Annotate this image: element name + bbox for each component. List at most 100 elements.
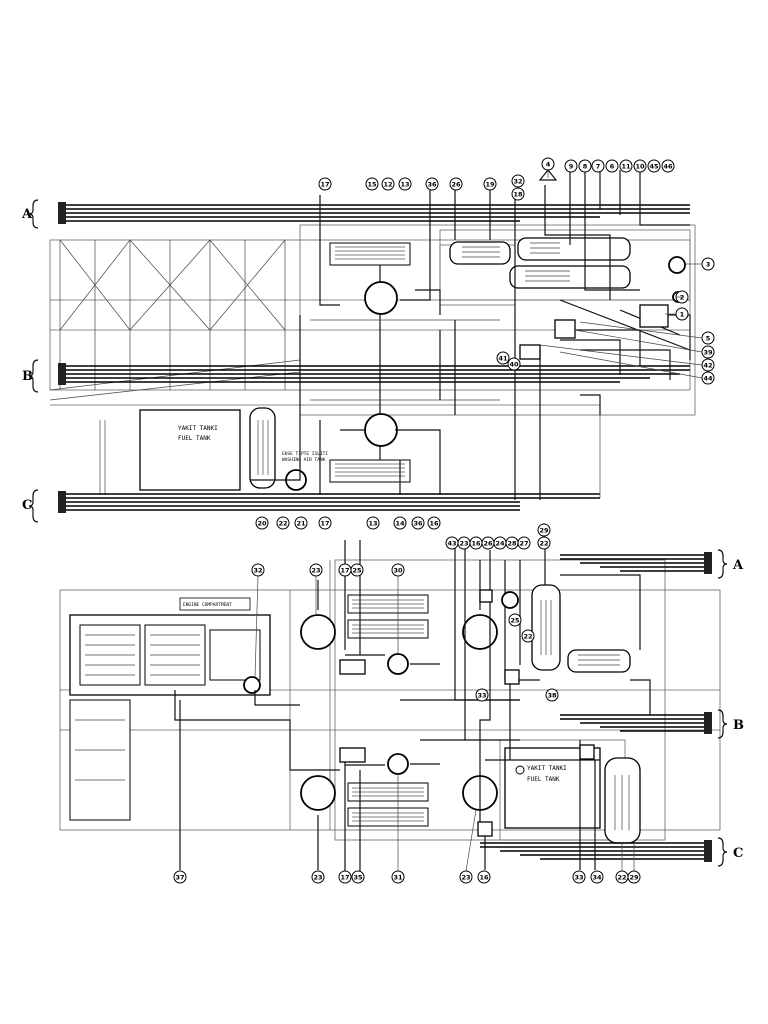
- callout-14: 14: [393, 516, 407, 530]
- svg-text:2: 2: [680, 294, 685, 302]
- svg-text:17: 17: [340, 874, 349, 882]
- svg-text:13: 13: [400, 181, 409, 189]
- callout-7: 7: [591, 159, 605, 173]
- callout-18: 18: [511, 187, 525, 201]
- callout-b27: 27: [517, 536, 531, 550]
- callout-39: 39: [701, 345, 715, 359]
- top-air-reservoir-1: [449, 241, 511, 265]
- callout-b35: 35: [351, 870, 365, 884]
- svg-text:21: 21: [296, 520, 306, 528]
- svg-text:FUEL TANK: FUEL TANK: [527, 776, 560, 783]
- svg-text:46: 46: [663, 163, 673, 171]
- svg-text:32: 32: [513, 178, 522, 186]
- svg-text:5: 5: [706, 335, 711, 343]
- svg-text:37: 37: [175, 874, 184, 882]
- callout-b22-bottom: 22: [615, 870, 629, 884]
- bus-label-a-bottom: A: [732, 558, 744, 573]
- bottom-brake-chamber-30: [387, 653, 409, 675]
- bus-label-b-bottom: B: [733, 718, 744, 733]
- callout-36-top: 36: [425, 177, 439, 191]
- callout-b31: 31: [391, 870, 405, 884]
- callout-b29-top: 29: [537, 523, 551, 537]
- callout-b38: 38: [545, 688, 559, 702]
- svg-text:39: 39: [703, 349, 713, 357]
- svg-text:YAKIT TANKI: YAKIT TANKI: [527, 765, 567, 772]
- bus-a-bottom: [560, 552, 712, 574]
- callout-b37: 37: [173, 870, 187, 884]
- callout-44: 44: [701, 371, 715, 385]
- svg-text:22: 22: [539, 540, 548, 548]
- top-brake-chamber-rear: [364, 413, 398, 447]
- bus-label-a-top: A: [21, 207, 33, 222]
- top-brake-valve: [538, 169, 558, 181]
- bottom-fuel-tank: YAKIT TANKI FUEL TANK: [504, 747, 601, 829]
- callout-32: 32: [511, 174, 525, 188]
- top-valve-block: [639, 304, 669, 328]
- callout-b16-top: 16: [469, 536, 483, 550]
- svg-text:11: 11: [621, 163, 631, 171]
- callout-36-bottom: 36: [411, 516, 425, 530]
- top-quick-release-valve: [519, 344, 541, 360]
- svg-text:33: 33: [477, 692, 486, 700]
- svg-text:15: 15: [367, 181, 377, 189]
- svg-text:8: 8: [583, 163, 588, 171]
- bottom-valve-34: [579, 744, 595, 760]
- top-fuel-tank: YAKIT TANKI FUEL TANK: [139, 409, 241, 491]
- bottom-view: ENGINE COMPARTMENT: [59, 523, 744, 884]
- callout-8: 8: [578, 159, 592, 173]
- callout-16: 16: [427, 516, 441, 530]
- svg-text:36: 36: [413, 520, 423, 528]
- callout-41: 41: [496, 351, 510, 365]
- callout-b23-top-left: 23: [309, 563, 323, 577]
- bottom-valve-16-bottom: [477, 821, 493, 837]
- svg-text:29: 29: [629, 874, 639, 882]
- bottom-wheel-front-left: [300, 614, 336, 650]
- callout-b17-top: 17: [338, 563, 352, 577]
- top-air-reservoir-3: [509, 265, 631, 289]
- callout-22: 22: [276, 516, 290, 530]
- svg-text:WASHING AIR TANK: WASHING AIR TANK: [282, 457, 326, 463]
- bus-label-c-top: C: [22, 498, 32, 513]
- callout-b17-bottom: 17: [338, 870, 352, 884]
- top-view: A B C: [21, 157, 715, 530]
- bottom-air-reservoir-vertical-bottom: [604, 757, 641, 844]
- svg-text:20: 20: [257, 520, 267, 528]
- top-callouts: 1 2 3 4 5 6 7 8 9 10 11 12 13 14 15 16 1…: [255, 157, 715, 530]
- bottom-air-reservoir-horizontal: [567, 649, 631, 673]
- top-brake-chamber-front: [364, 281, 398, 315]
- svg-text:22: 22: [617, 874, 626, 882]
- callout-21: 21: [294, 516, 308, 530]
- svg-text:44: 44: [703, 375, 713, 383]
- svg-text:43: 43: [447, 540, 456, 548]
- callout-17-top: 17: [318, 177, 332, 191]
- svg-text:3: 3: [706, 261, 711, 269]
- svg-text:EKSE TIPTE ISLITI: EKSE TIPTE ISLITI: [282, 451, 328, 457]
- callout-45: 45: [647, 159, 661, 173]
- callout-b25-mid: 25: [508, 613, 522, 627]
- bottom-wheel-front-right: [300, 775, 336, 811]
- svg-text:36: 36: [427, 181, 437, 189]
- bus-b-top: [58, 363, 690, 385]
- svg-text:12: 12: [383, 181, 392, 189]
- bus-label-c-bottom: C: [733, 846, 743, 861]
- svg-text:30: 30: [393, 567, 403, 575]
- callout-b43: 43: [445, 536, 459, 550]
- svg-text:16: 16: [429, 520, 439, 528]
- bottom-air-reservoir-vertical-top: [531, 584, 561, 671]
- svg-text:7: 7: [596, 163, 601, 171]
- bottom-valve-28: [501, 591, 519, 609]
- svg-text:4: 4: [546, 161, 551, 169]
- callout-10: 10: [633, 159, 647, 173]
- bottom-actuator-35: [339, 747, 366, 763]
- callout-17-bottom: 17: [318, 516, 332, 530]
- callout-4: 4: [541, 157, 555, 171]
- callout-5: 5: [701, 331, 715, 345]
- svg-text:27: 27: [519, 540, 528, 548]
- top-air-reservoir-2: [517, 237, 631, 261]
- callout-20: 20: [255, 516, 269, 530]
- svg-text:18: 18: [513, 191, 523, 199]
- top-relay-valve: [554, 319, 576, 339]
- svg-text:45: 45: [649, 163, 659, 171]
- callout-3: 3: [701, 257, 715, 271]
- svg-text:17: 17: [340, 567, 349, 575]
